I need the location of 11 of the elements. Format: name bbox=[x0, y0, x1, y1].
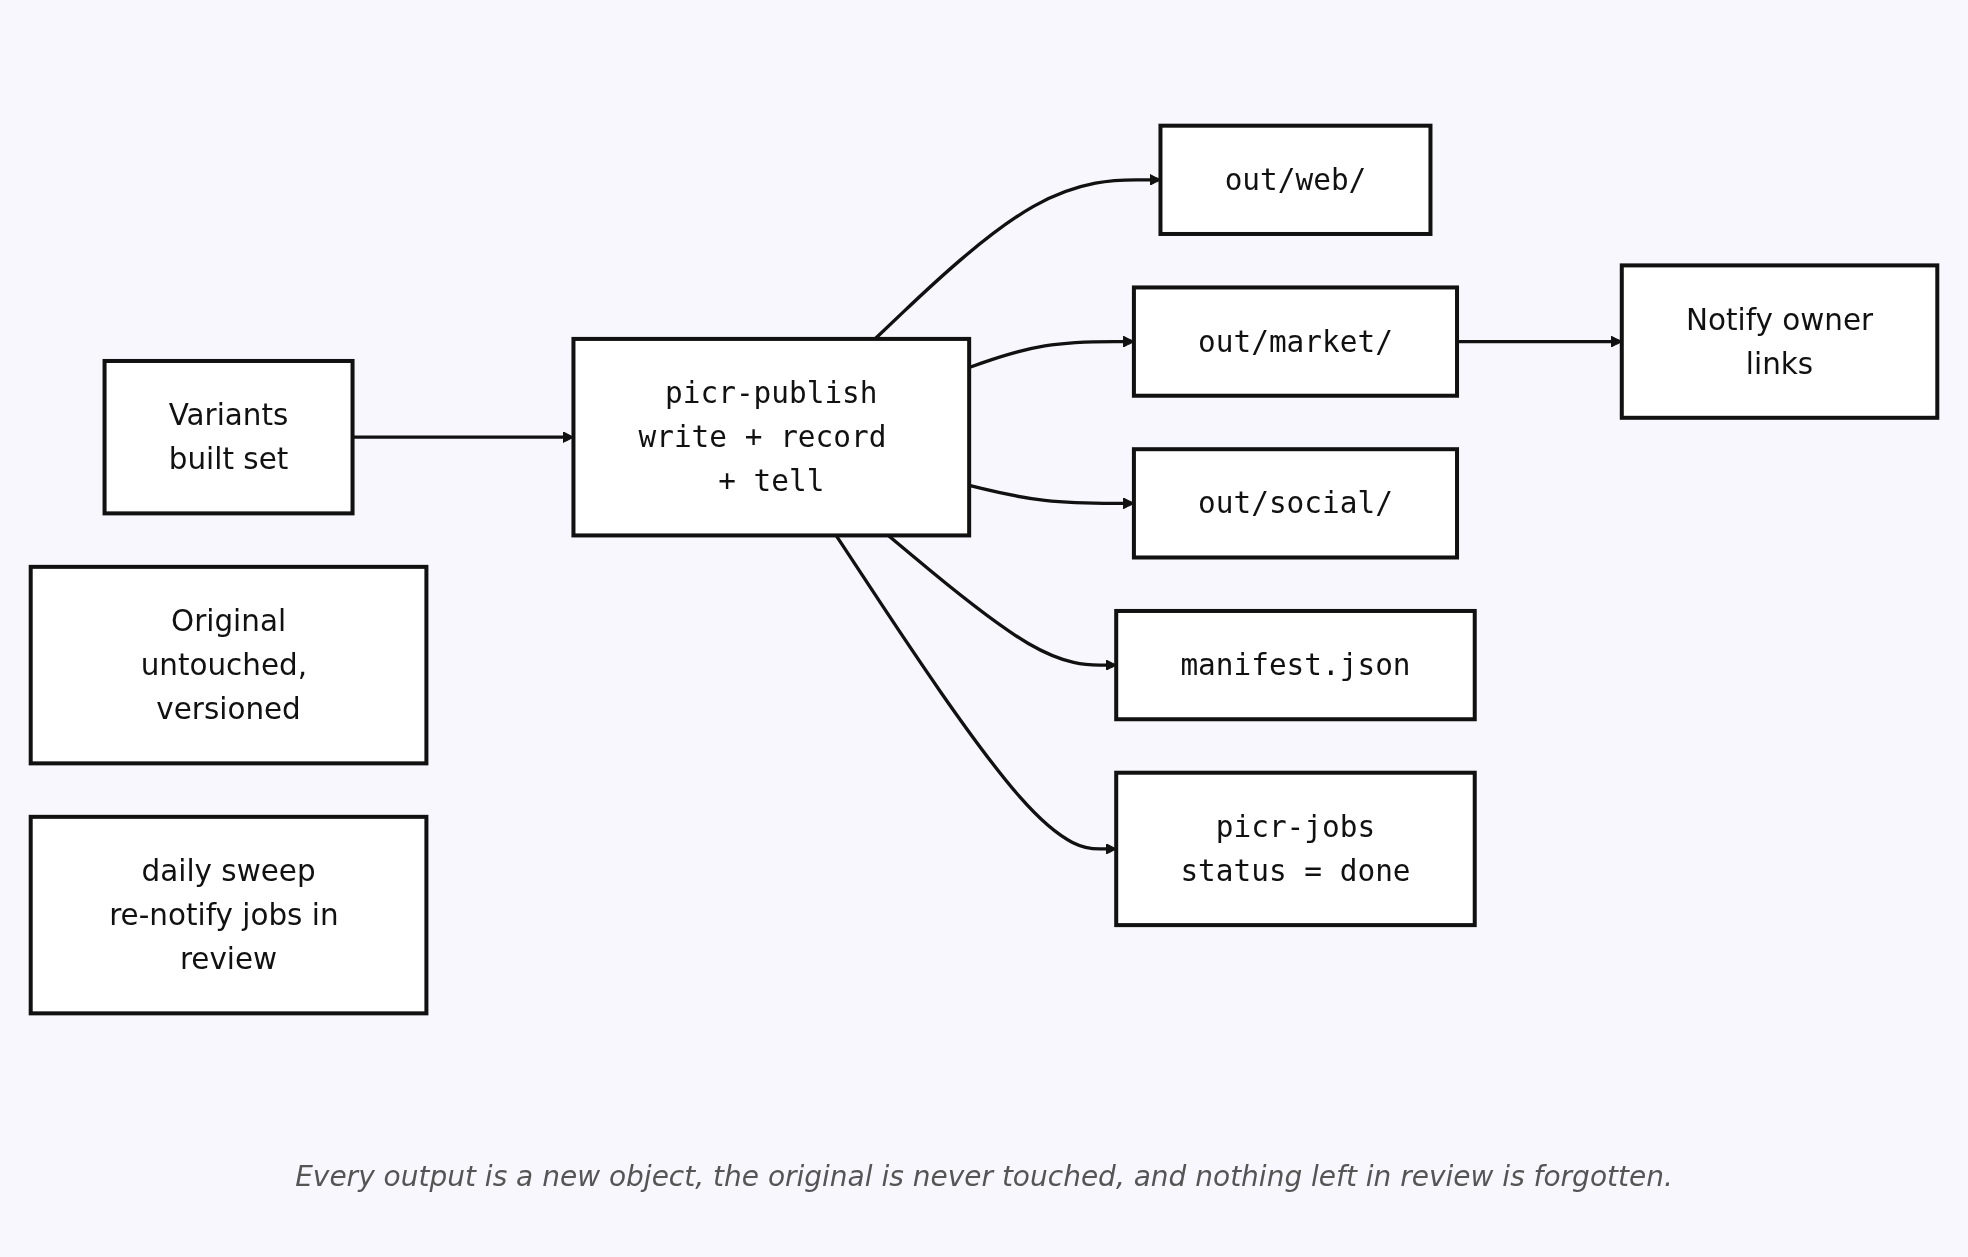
node-box: manifest.json bbox=[1114, 609, 1477, 722]
node-box: daily sweep re-notify jobs in review bbox=[28, 815, 429, 1016]
node-box: out/market/ bbox=[1131, 285, 1460, 399]
node-box: picr-publish write + record + tell bbox=[571, 337, 972, 538]
node-box: Original untouched, versioned bbox=[28, 565, 429, 766]
node-box: out/social/ bbox=[1131, 447, 1460, 560]
node-box: Notify owner links bbox=[1619, 263, 1940, 421]
node-box: out/web/ bbox=[1158, 124, 1433, 237]
node-box: picr-jobs status = done bbox=[1114, 771, 1477, 928]
node-box: Variants built set bbox=[102, 359, 355, 516]
caption: Every output is a new object, the original is never touched, and nothing left in review is forgotten. bbox=[294, 1160, 1674, 1193]
